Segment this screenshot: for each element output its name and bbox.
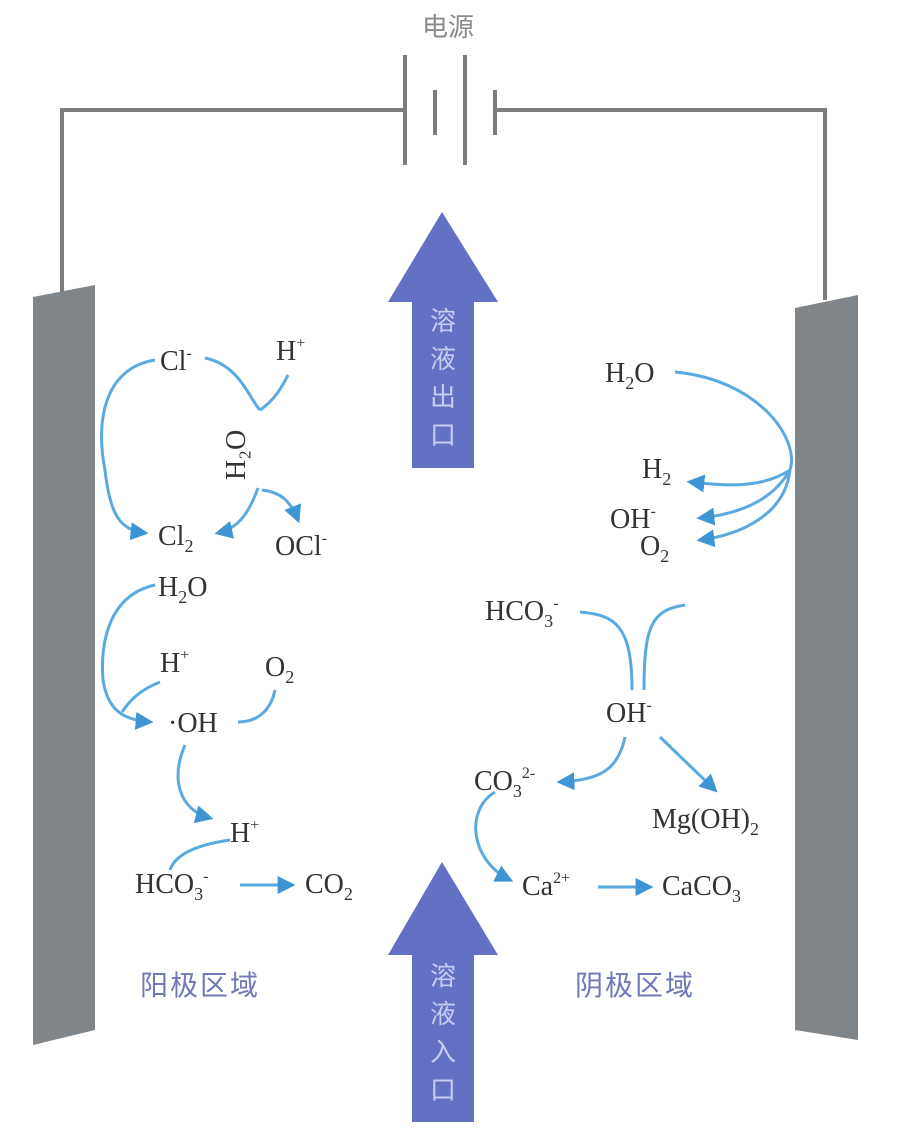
anode-reaction-arrows <box>100 356 302 894</box>
anode-h2o-vertical: H₂O <box>221 430 252 480</box>
cathode-caco3: CaCO3 <box>662 871 741 906</box>
inlet-char-1: 溶 <box>430 962 456 992</box>
anode-h2o: H2O <box>158 572 207 607</box>
cathode-electrode <box>795 295 858 1040</box>
anode-co2: CO2 <box>305 869 353 904</box>
cathode-reaction-arrows <box>474 370 793 896</box>
left-wire <box>60 108 405 292</box>
outlet-char-2: 液 <box>430 345 456 375</box>
inlet-arrow: 溶 液 入 口 <box>388 862 498 1122</box>
anode-zone-label: 阳极区域 <box>140 969 260 1002</box>
anode-electrode <box>33 285 95 1045</box>
anode-ocl-minus: OCl- <box>275 530 327 562</box>
anode-oh-radical: ·OH <box>168 708 218 739</box>
cathode-o2: O2 <box>640 531 669 566</box>
anode-cl2: Cl2 <box>158 521 193 556</box>
inlet-char-3: 入 <box>430 1038 456 1068</box>
cathode-mgoh2: Mg(OH)2 <box>652 804 759 839</box>
inlet-char-2: 液 <box>430 1000 456 1030</box>
cathode-oh-minus-top: OH- <box>610 503 656 535</box>
anode-h-plus-top: H+ <box>276 335 305 367</box>
cathode-hco3: HCO3- <box>485 595 558 631</box>
cathode-zone-label: 阴极区域 <box>575 969 695 1002</box>
anode-hco3: HCO3- <box>135 868 208 904</box>
outlet-char-3: 出 <box>430 383 456 413</box>
power-source-label: 电源 <box>422 13 474 43</box>
outlet-char-1: 溶 <box>430 307 456 337</box>
cathode-oh-minus-mid: OH- <box>606 697 652 729</box>
anode-o2: O2 <box>265 652 294 687</box>
inlet-char-4: 口 <box>430 1076 456 1106</box>
cathode-h2o: H2O <box>605 358 654 393</box>
anode-h-plus-mid: H+ <box>160 647 189 679</box>
anode-h-plus-low: H+ <box>230 817 259 849</box>
anode-cl-minus: Cl- <box>160 345 192 377</box>
cathode-h2: H2 <box>642 454 671 489</box>
outlet-arrow: 溶 液 出 口 <box>388 212 498 468</box>
right-wire <box>495 108 827 300</box>
battery-symbol <box>403 55 497 165</box>
cathode-ca: Ca2+ <box>522 870 570 902</box>
outlet-char-4: 口 <box>430 421 456 451</box>
cathode-co3: CO32- <box>474 765 535 801</box>
